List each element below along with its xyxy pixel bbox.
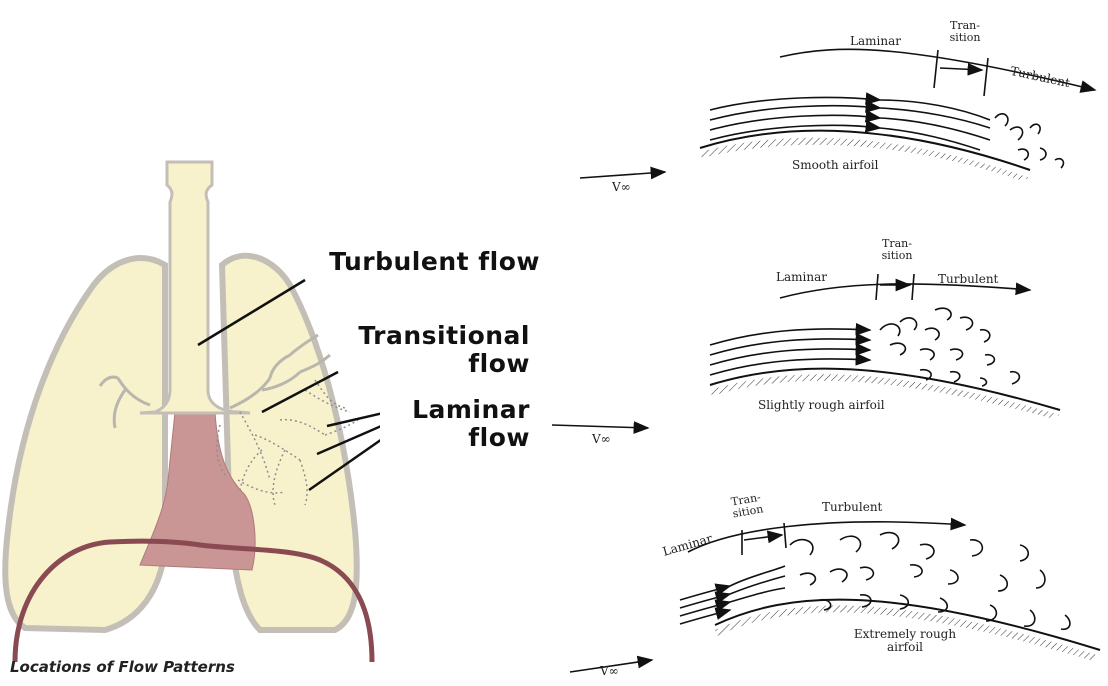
airfoil1-transition-line2: sition bbox=[940, 32, 990, 44]
airfoil2-transition-line2: sition bbox=[872, 250, 922, 262]
airfoil1-transition-label: Tran- sition bbox=[940, 20, 990, 44]
airfoil3-name-line2: airfoil bbox=[850, 641, 960, 654]
transitional-line1: Transitional bbox=[290, 322, 530, 350]
transitional-line2: flow bbox=[290, 350, 530, 378]
freestream-arrow-1 bbox=[580, 172, 665, 178]
transitional-flow-label: Transitional flow bbox=[290, 322, 530, 378]
airfoil2-laminar-label: Laminar bbox=[776, 270, 827, 284]
turbulent-flow-label: Turbulent flow bbox=[290, 248, 540, 276]
airfoil3-name: Extremely rough airfoil bbox=[850, 628, 960, 654]
diagram-caption: Locations of Flow Patterns bbox=[10, 658, 235, 676]
lung-illustration bbox=[0, 150, 380, 682]
airfoil3-freestream-label: V∞ bbox=[600, 664, 619, 678]
airfoil2-freestream-label: V∞ bbox=[592, 432, 611, 446]
airfoil1-freestream-label: V∞ bbox=[612, 180, 631, 194]
lung-flow-diagram: Turbulent flow Transitional flow Laminar… bbox=[0, 150, 380, 682]
laminar-line2: flow bbox=[380, 424, 530, 452]
laminar-flow-label: Laminar flow bbox=[380, 396, 530, 452]
airfoil1-laminar-label: Laminar bbox=[850, 34, 901, 48]
left-lung-shape bbox=[5, 258, 165, 630]
freestream-arrow-2 bbox=[552, 425, 648, 428]
airfoil1-name: Smooth airfoil bbox=[792, 158, 878, 172]
airfoil2-name: Slightly rough airfoil bbox=[758, 398, 885, 412]
airfoil3-turbulent-label: Turbulent bbox=[822, 500, 882, 514]
airfoil2-turbulent-label: Turbulent bbox=[938, 272, 998, 286]
airfoil-illustrations bbox=[540, 0, 1108, 682]
laminar-line1: Laminar bbox=[380, 396, 530, 424]
extremely-rough-airfoil-figure bbox=[570, 522, 1100, 672]
right-lung-shape bbox=[222, 256, 357, 630]
airfoil-flow-diagrams: Laminar Tran- sition Turbulent Smooth ai… bbox=[540, 0, 1108, 682]
airfoil2-transition-label: Tran- sition bbox=[872, 238, 922, 262]
